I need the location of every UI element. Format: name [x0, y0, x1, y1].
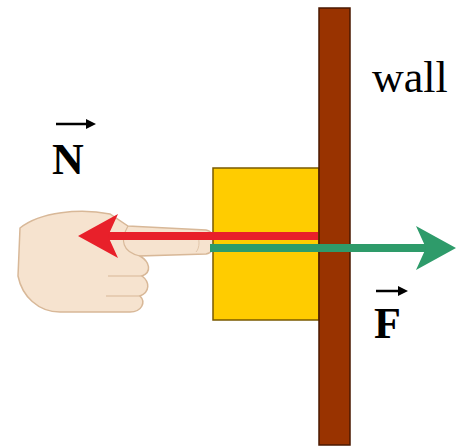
wall-label: wall — [372, 56, 448, 100]
vector-accent — [376, 286, 408, 296]
force-symbol: F — [374, 302, 401, 346]
applied-force-arrow — [210, 226, 456, 270]
wall — [319, 8, 350, 445]
pointing-hand — [18, 211, 214, 312]
force-symbol: N — [52, 138, 84, 182]
vector-accent — [56, 119, 96, 129]
